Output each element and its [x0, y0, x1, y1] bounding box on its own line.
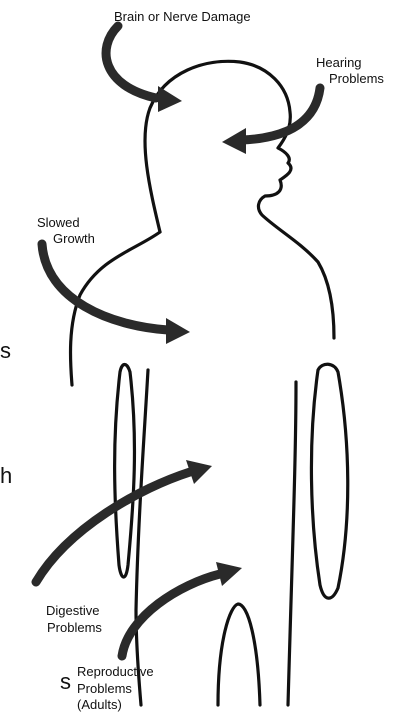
arrow-brain	[106, 26, 182, 112]
arrow-digestive	[36, 460, 212, 582]
label-digestive-line2: Problems	[47, 620, 102, 635]
right-arm	[311, 364, 347, 598]
edge-fragment: s	[60, 671, 71, 693]
arrow-hearing	[222, 88, 320, 154]
edge-fragment: s	[0, 340, 11, 362]
label-hearing-line2: Problems	[329, 71, 384, 86]
legs	[218, 604, 260, 705]
torso-left	[136, 370, 148, 705]
label-reproductive-line3: (Adults)	[77, 697, 122, 712]
edge-fragment: h	[0, 465, 12, 487]
label-growth-line2: Growth	[53, 231, 95, 246]
label-reproductive-line1: Reproductive	[77, 664, 154, 679]
label-hearing-line1: Hearing	[316, 55, 362, 70]
torso-right	[288, 382, 296, 705]
label-digestive-line1: Digestive	[46, 603, 99, 618]
label-reproductive-line2: Problems	[77, 681, 132, 696]
left-arm	[115, 365, 135, 578]
label-growth-line1: Slowed	[37, 215, 80, 230]
label-brain-nerve-damage: Brain or Nerve Damage	[114, 9, 251, 24]
